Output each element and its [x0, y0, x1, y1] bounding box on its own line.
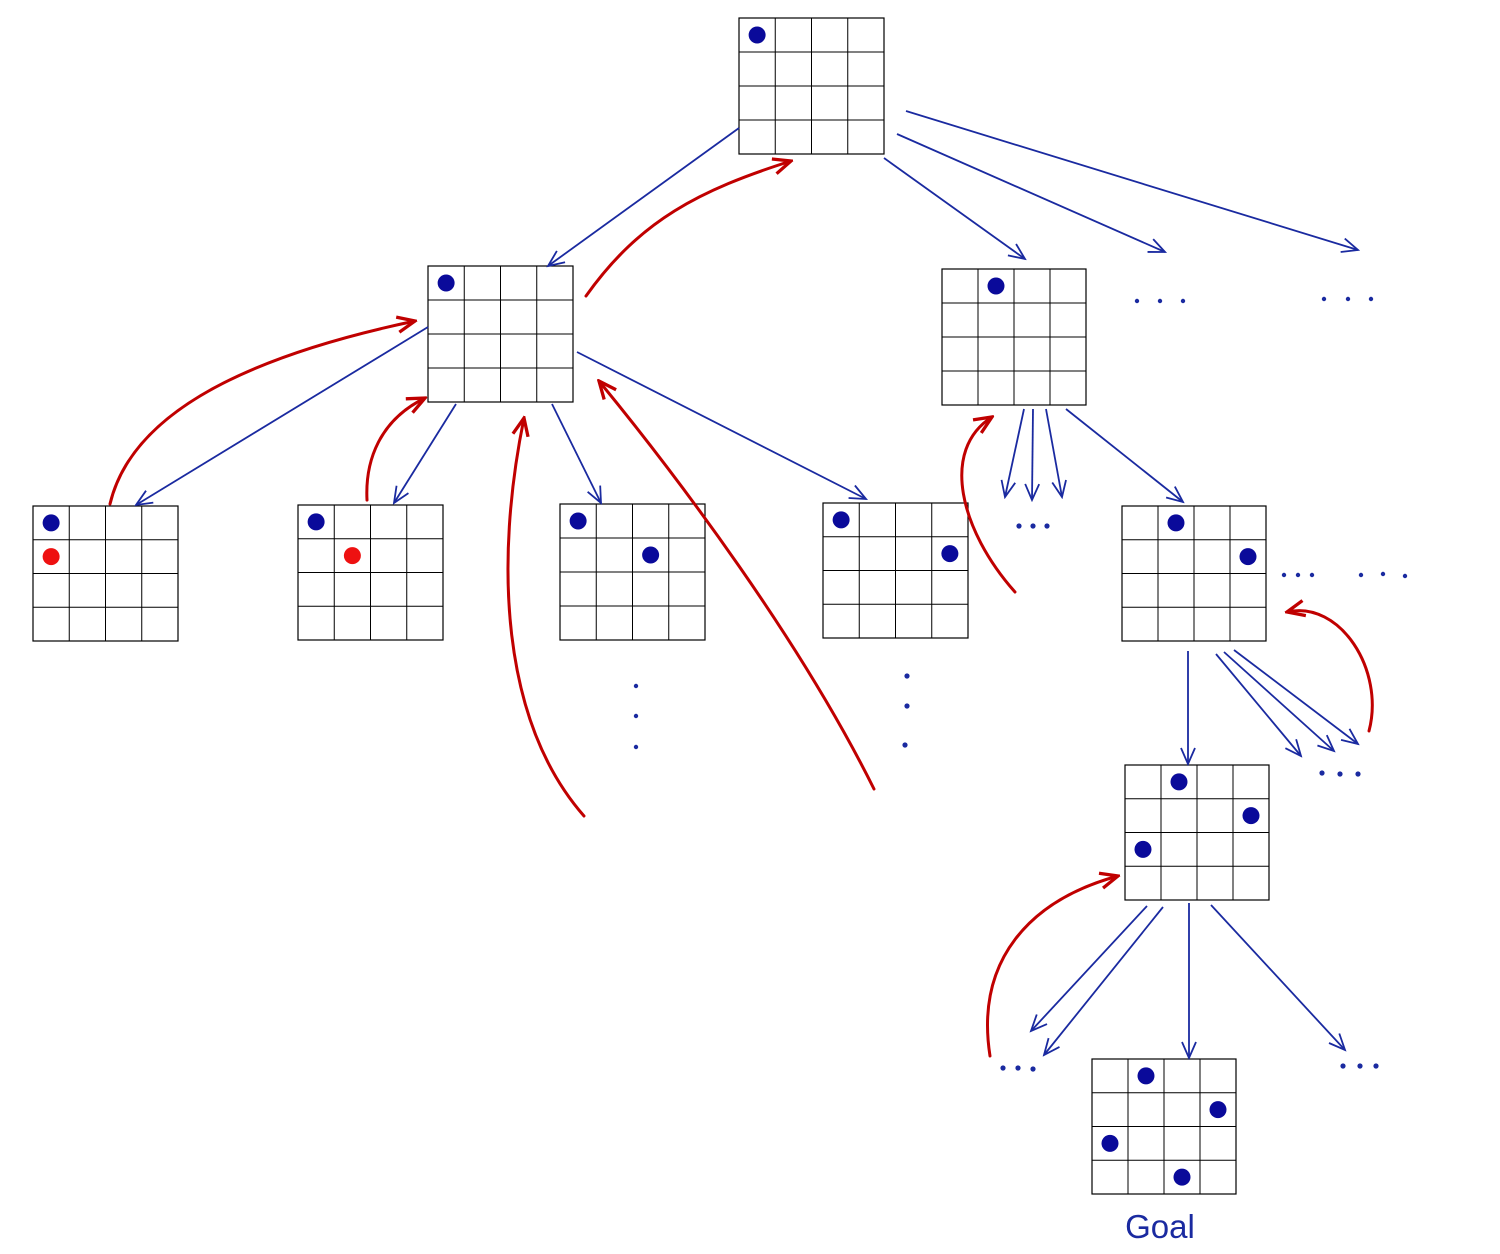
queen-dot-icon: [642, 546, 660, 564]
ellipsis-icon: [1358, 571, 1408, 579]
queen-dot-icon: [1101, 1134, 1119, 1152]
backtrack-arrow-icon: [108, 321, 415, 506]
ellipsis-icon: [633, 683, 639, 750]
backtrack-arrow-icon: [506, 418, 586, 818]
board-depth2-conflict-a: [32, 505, 179, 642]
expand-arrow-icon: [1210, 904, 1345, 1050]
board-depth2-b: [1121, 505, 1267, 642]
expand-arrow-icon: [905, 110, 1358, 250]
backtrack-arrows: [108, 161, 1374, 1058]
ellipsis-icon: [1000, 1065, 1036, 1072]
conflict-queen-dot-icon: [42, 548, 60, 566]
boards: [32, 17, 1270, 1195]
ellipsis-icon: [1319, 770, 1361, 777]
backtrack-arrow-icon: [584, 161, 791, 298]
expand-arrows: [136, 110, 1358, 1058]
queen-dot-icon: [832, 511, 850, 529]
expand-arrow-icon: [136, 326, 429, 505]
backtrack-arrow-icon: [365, 398, 425, 502]
queen-dot-icon: [1170, 773, 1188, 791]
expand-arrow-icon: [1044, 906, 1164, 1055]
board-root: [738, 17, 885, 155]
backtrack-arrow-icon: [960, 417, 1017, 594]
expand-arrow-icon: [1065, 408, 1183, 502]
board-depth1-col0: [427, 265, 574, 403]
expand-arrow-icon: [896, 133, 1165, 252]
queen-dot-icon: [987, 277, 1005, 295]
expand-arrow-icon: [1233, 649, 1358, 744]
ellipsis-icon: [1340, 1063, 1379, 1069]
queen-dot-icon: [569, 512, 587, 530]
expand-arrow-icon: [394, 403, 457, 503]
backtrack-arrow-icon: [599, 381, 876, 791]
queen-dot-icon: [307, 513, 325, 531]
expand-arrow-icon: [1223, 651, 1334, 751]
goal-label: Goal: [1125, 1208, 1195, 1245]
ellipsis-icon: [1016, 523, 1050, 529]
conflict-queen-dot-icon: [343, 547, 361, 565]
backtrack-arrow-icon: [1287, 611, 1374, 733]
board-depth3: [1124, 764, 1270, 901]
ellipses: [633, 296, 1408, 1072]
board-depth2-conflict-b: [297, 504, 444, 641]
expand-arrow-icon: [551, 403, 601, 503]
queen-dot-icon: [437, 274, 455, 292]
expand-arrow-icon: [1031, 905, 1148, 1031]
board-depth1-col1: [941, 268, 1087, 406]
ellipsis-icon: [1281, 572, 1315, 578]
expand-arrow-icon: [1005, 408, 1025, 497]
board-depth2-a3: [559, 503, 706, 641]
queen-dot-icon: [1239, 548, 1257, 566]
queen-dot-icon: [1209, 1101, 1227, 1119]
expand-arrow-icon: [576, 351, 866, 499]
queen-dot-icon: [1134, 840, 1152, 858]
expand-arrow-icon: [1045, 408, 1062, 497]
queen-dot-icon: [1173, 1168, 1191, 1186]
expand-arrow-icon: [548, 127, 740, 266]
backtrack-arrow-icon: [986, 876, 1118, 1058]
expand-arrow-icon: [883, 157, 1025, 259]
ellipsis-icon: [1134, 298, 1186, 304]
ellipsis-icon: [902, 673, 910, 748]
board-goal: [1091, 1058, 1237, 1195]
expand-arrow-icon: [1215, 653, 1301, 756]
queen-dot-icon: [748, 26, 766, 44]
queen-dot-icon: [42, 514, 60, 532]
ellipsis-icon: [1321, 296, 1374, 302]
queen-dot-icon: [1137, 1067, 1155, 1085]
queen-dot-icon: [941, 545, 959, 563]
queen-dot-icon: [1242, 807, 1260, 825]
expand-arrow-icon: [1032, 408, 1033, 500]
board-depth2-a4: [822, 502, 969, 639]
queen-dot-icon: [1167, 514, 1185, 532]
